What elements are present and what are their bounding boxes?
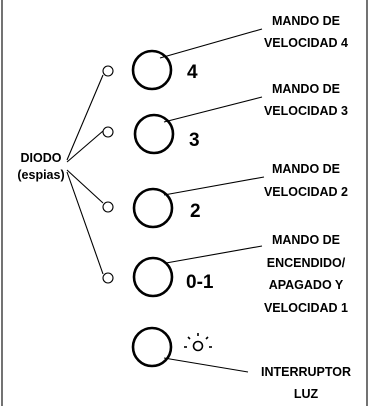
power-label-line-3: APAGADO Y [269, 278, 344, 292]
led-indicator-2 [102, 201, 114, 213]
speed-2-label-line-2: VELOCIDAD 2 [264, 185, 348, 199]
speed-4-button[interactable]: 4 [131, 49, 198, 91]
led-indicator-1 [102, 272, 114, 284]
speed-4-leader-line [159, 28, 263, 59]
speed-2-button[interactable]: 2 [132, 187, 201, 229]
power-label-line-4: VELOCIDAD 1 [264, 301, 348, 315]
power-label-line-1: MANDO DE [272, 233, 340, 247]
speed-4-number: 4 [187, 62, 198, 83]
diodo-connector-2 [66, 169, 104, 204]
speed-3-label-line-1: MANDO DE [272, 82, 340, 96]
speed-2-label-line-1: MANDO DE [272, 162, 340, 176]
diodo-connector-4 [66, 74, 104, 161]
diodo-sublabel: (espias) [17, 168, 64, 182]
speed-2-number: 2 [190, 201, 201, 222]
speed-3-button[interactable]: 3 [133, 113, 200, 155]
speed-2-leader-line [163, 176, 265, 196]
diodo-connector-3 [66, 130, 104, 163]
light-switch-label-line-2: LUZ [294, 387, 319, 401]
led-indicator-4 [102, 65, 114, 77]
speed-3-label-line-2: VELOCIDAD 3 [264, 104, 348, 118]
speed-3-leader-line [163, 96, 263, 123]
power-label-line-2: ENCENDIDO/ [267, 256, 346, 270]
speed-3-number: 3 [189, 130, 200, 151]
diodo-label: DIODO [21, 151, 62, 165]
power-speed-1-number: 0-1 [186, 272, 214, 293]
light-bulb-icon [184, 333, 212, 352]
power-speed-1-button[interactable]: 0-1 [132, 256, 214, 298]
light-switch-leader-line [163, 357, 249, 373]
power-speed-1-leader-line [165, 245, 263, 264]
light-switch-label-line-1: INTERRUPTOR [261, 365, 351, 379]
led-indicator-3 [102, 126, 114, 138]
speed-4-label-line-2: VELOCIDAD 4 [264, 36, 348, 50]
speed-4-label-line-1: MANDO DE [272, 14, 340, 28]
light-switch-button[interactable] [131, 326, 173, 368]
diodo-connector-1 [66, 171, 104, 275]
